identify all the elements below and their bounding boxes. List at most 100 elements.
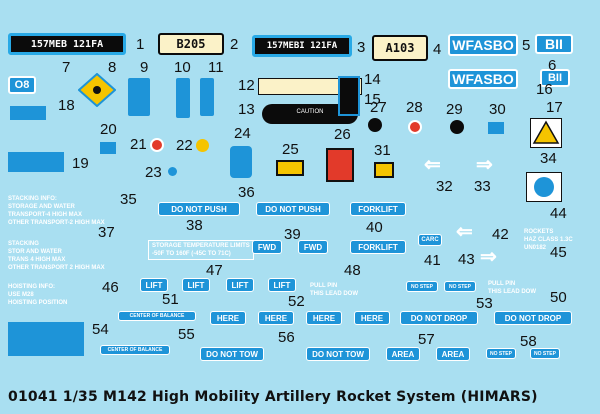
num-28: 28 [406,99,423,116]
forklift-1: FORKLIFT [350,202,406,216]
here-1: HERE [210,311,246,325]
decal-34 [526,172,562,202]
decal-12-panel [258,78,362,95]
num-2: 2 [230,36,239,53]
carc: CARC [418,234,442,246]
fwd-2: FWD [298,240,328,254]
num-55: 55 [178,326,195,343]
num-36: 36 [238,184,255,201]
num-7: 7 [62,59,71,76]
rockets-44: ROCKETS HAZ CLASS 1.3C UN0182 [524,229,573,251]
num-12: 12 [238,77,255,94]
num-58: 58 [520,333,537,350]
decal-26 [326,148,354,182]
num-10: 10 [174,59,191,76]
pull-pin-50: PULL PIN THIS LEAD DOW [488,281,536,295]
num-17: 17 [546,99,563,116]
num-54: 54 [92,321,109,338]
num-38: 38 [186,217,203,234]
num-18: 18 [58,97,75,114]
num-14: 14 [364,71,381,88]
num-32: 32 [436,178,453,195]
num-25: 25 [282,141,299,158]
num-45: 45 [550,244,567,261]
stacking-info-37: STACKING STOR AND WATER TRANS 4 HIGH MAX… [8,241,105,271]
num-16: 16 [536,81,553,98]
decal-14-box [338,76,360,116]
forklift-2: FORKLIFT [350,240,406,254]
plate-8: O8 [8,76,36,94]
plate-5: WFASBO [448,34,518,56]
do-not-push-1: DO NOT PUSH [158,202,240,216]
num-6: 6 [548,57,557,74]
do-not-tow-1: DO NOT TOW [200,347,264,361]
num-23: 23 [145,164,162,181]
do-not-push-2: DO NOT PUSH [256,202,330,216]
decal-21 [150,138,164,152]
num-15: 15 [364,91,381,108]
arrow-right-33: ⇒ [476,154,493,176]
num-22: 22 [176,137,193,154]
pull-pin-48: PULL PIN THIS LEAD DOW [310,283,358,297]
do-not-tow-2: DO NOT TOW [306,347,370,361]
num-1: 1 [136,36,145,53]
area-1: AREA [386,347,420,361]
warning-diamond [77,72,117,108]
lift-4: LIFT [268,278,296,292]
num-26: 26 [334,126,351,143]
num-35: 35 [120,191,137,208]
decal-54 [8,322,84,356]
num-56: 56 [278,329,295,346]
num-43: 43 [458,251,475,268]
pull-pin-58a: NO STEP [486,348,516,359]
num-11: 11 [208,59,224,76]
do-not-drop-2: DO NOT DROP [494,311,572,325]
plate-1: 157MEB 121FA [8,33,126,55]
arrow-left-42: ⇐ [456,221,473,243]
center-of-balance-1: CENTER OF BALANCE [118,311,196,321]
here-4: HERE [354,311,390,325]
do-not-drop-1: DO NOT DROP [400,311,478,325]
arrow-left-32: ⇐ [424,154,441,176]
num-29: 29 [446,101,463,118]
num-51: 51 [162,291,179,308]
num-19: 19 [72,155,89,172]
num-57: 57 [418,331,435,348]
num-30: 30 [489,101,506,118]
num-53: 53 [476,295,493,312]
hoisting-info-46: HOISTING INFO: USE M28 HOISTING POSITION [8,284,68,306]
here-3: HERE [306,311,342,325]
decal-9 [128,78,150,116]
pull-pin-58b: NO STEP [530,348,560,359]
fwd-1: FWD [252,240,282,254]
lift-1: LIFT [140,278,168,292]
stacking-info-35: STACKING INFO: STORAGE AND WATER TRANSPO… [8,196,105,226]
plate-14: WFASBO [448,69,518,89]
decal-10 [176,78,190,118]
num-24: 24 [234,125,251,142]
plate-6b: BII [540,69,570,87]
num-47: 47 [206,262,223,279]
num-8: 8 [108,59,117,76]
num-40: 40 [366,219,383,236]
plate-2: B205 [158,33,224,55]
lift-2: LIFT [182,278,210,292]
sheet-caption: 01041 1/35 M142 High Mobility Artillery … [8,389,538,405]
decal-31 [374,162,394,178]
plate-6: BII [535,34,573,54]
decal-18 [10,106,46,120]
num-27: 27 [370,99,387,116]
num-37: 37 [98,224,115,241]
storage-temp-38: STORAGE TEMPERATURE LIMITS -50F TO 160F … [148,240,254,260]
num-48: 48 [344,262,361,279]
center-of-balance-2: CENTER OF BALANCE [100,345,170,355]
num-41: 41 [424,252,441,269]
num-4: 4 [433,41,442,58]
num-34: 34 [540,150,557,167]
num-5: 5 [522,37,531,54]
decal-29 [450,120,464,134]
decal-30 [488,122,504,134]
decal-13-caution: CAUTION [262,104,358,124]
decal-22 [196,139,209,152]
